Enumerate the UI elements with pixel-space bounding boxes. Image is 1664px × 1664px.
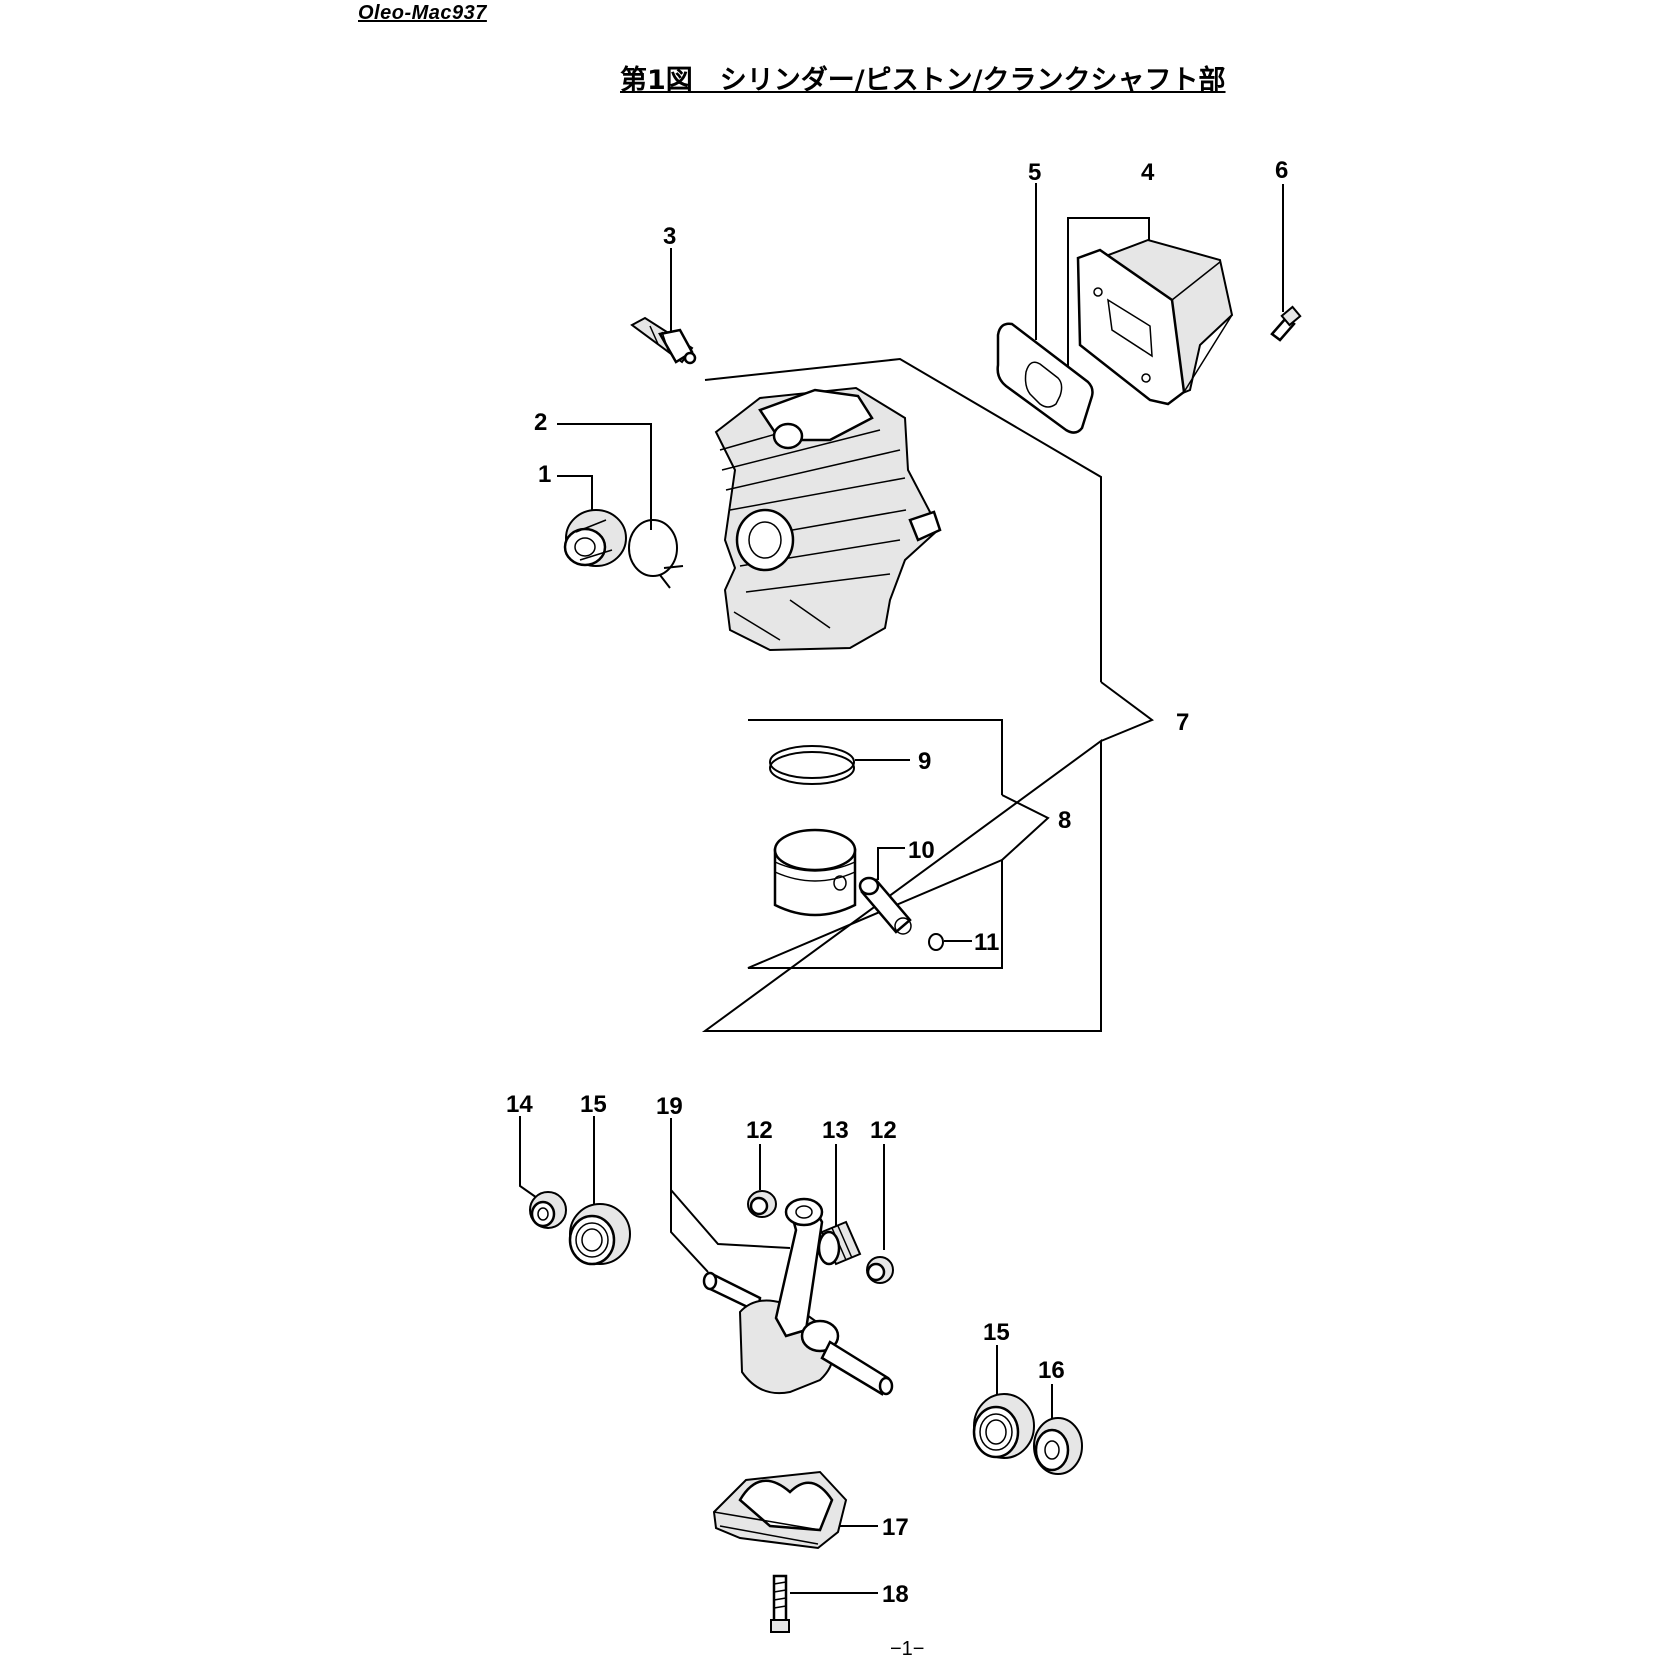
- part-14-seal: [529, 1191, 567, 1229]
- callout-17: 17: [882, 1514, 909, 1541]
- callout-18: 18: [882, 1581, 909, 1608]
- part-18-bolt: [770, 1574, 790, 1633]
- part-17-crankcase: [712, 1470, 848, 1550]
- part-16-seal: [1033, 1417, 1083, 1475]
- callout-7: 7: [1176, 709, 1189, 736]
- part-15-bearing-right: [972, 1393, 1035, 1459]
- part-3-spark-plug: [630, 316, 697, 365]
- part-12-washer-left: [747, 1190, 777, 1218]
- part-8-piston: [773, 828, 857, 917]
- part-4-muffler: [1076, 238, 1234, 406]
- figure-title: 第1図 シリンダー/ピストン/クランクシャフト部: [620, 65, 1226, 96]
- part-5-gasket: [996, 322, 1094, 434]
- assembly-7-brace: [1100, 681, 1155, 742]
- callout-5: 5: [1028, 159, 1041, 186]
- callout-12-left: 12: [746, 1117, 773, 1144]
- part-2-clamp-ring: [628, 519, 684, 589]
- leader-10: [877, 847, 905, 880]
- leader-1: [557, 475, 593, 512]
- callout-13: 13: [822, 1117, 849, 1144]
- callout-4: 4: [1141, 159, 1155, 186]
- callout-12-right: 12: [870, 1117, 897, 1144]
- callout-3: 3: [663, 223, 676, 250]
- part-12-washer-right: [866, 1256, 894, 1284]
- part-9-piston-rings: [769, 745, 855, 785]
- callout-6: 6: [1275, 157, 1288, 184]
- part-15-bearing-left: [568, 1203, 631, 1266]
- assembly-8-frame: [747, 719, 1003, 969]
- leader-14: [519, 1116, 541, 1201]
- callout-16: 16: [1038, 1357, 1065, 1384]
- callout-8: 8: [1058, 807, 1071, 834]
- model-name: Oleo-Mac937: [358, 2, 487, 24]
- callout-19: 19: [656, 1093, 683, 1120]
- callout-15-left: 15: [580, 1091, 607, 1118]
- assembly-8-brace: [1001, 794, 1050, 861]
- callout-14: 14: [506, 1091, 533, 1118]
- part-6-screw: [1270, 305, 1302, 342]
- part-19-crankshaft: [702, 1197, 894, 1396]
- leader-2: [557, 423, 652, 530]
- callout-1: 1: [538, 461, 551, 488]
- assembly-7-frame: [701, 357, 1102, 1032]
- part-10-piston-pin: [858, 876, 912, 935]
- part-13-needle-bearing: [817, 1220, 862, 1266]
- page-number: −1−: [890, 1638, 925, 1660]
- part-7-cylinder: [714, 386, 942, 652]
- leader-19: [670, 1118, 791, 1273]
- part-11-circlip: [928, 933, 944, 951]
- callout-15-right: 15: [983, 1319, 1010, 1346]
- callout-2: 2: [534, 409, 547, 436]
- callout-9: 9: [918, 748, 931, 775]
- callout-10: 10: [908, 837, 935, 864]
- callout-11: 11: [974, 929, 999, 956]
- part-1-cap: [563, 509, 627, 567]
